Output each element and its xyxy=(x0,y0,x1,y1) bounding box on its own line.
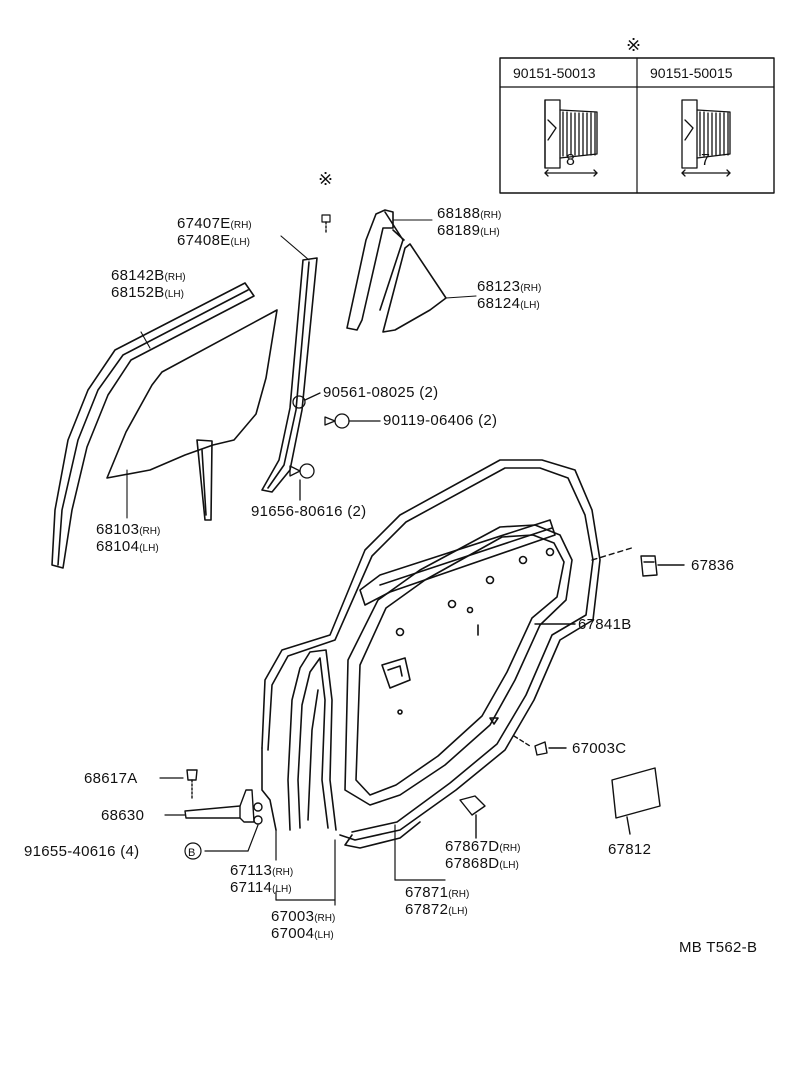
callout-68123: 68123(RH) xyxy=(477,278,542,295)
fastener-table-frame xyxy=(499,57,775,194)
circle-b-marker: B xyxy=(188,847,196,859)
drawing-code: MB T562-B xyxy=(679,939,758,956)
callout-91655-40616: 91655-40616 (4) xyxy=(24,843,140,860)
callout-67867D: 67867D(RH) xyxy=(445,838,521,855)
table-mark: ※ xyxy=(626,35,642,55)
rear-door-panel xyxy=(261,459,601,849)
callout-68104: 68104(LH) xyxy=(96,538,159,555)
callout-68189: 68189(LH) xyxy=(437,222,500,239)
table-part-no-2: 90151-50015 xyxy=(650,65,733,81)
table-dim-2: 7 xyxy=(701,152,710,169)
callout-67812: 67812 xyxy=(608,841,652,858)
screw-icon-50013 xyxy=(544,99,598,177)
callout-67004: 67004(LH) xyxy=(271,925,334,942)
callout-68188: 68188(RH) xyxy=(437,205,502,222)
callout-90561-08025: 90561-08025 (2) xyxy=(323,384,439,401)
callout-67003C: 67003C xyxy=(572,740,627,757)
right-side-parts xyxy=(459,546,685,839)
callout-67407E: 67407E(RH) xyxy=(177,215,252,232)
callout-90119-06406: 90119-06406 (2) xyxy=(383,412,498,429)
screw-mark: ※ xyxy=(318,169,334,189)
run-channel xyxy=(261,214,331,493)
callout-68124: 68124(LH) xyxy=(477,295,540,312)
callout-68142B: 68142B(RH) xyxy=(111,267,186,284)
callout-67868D: 67868D(LH) xyxy=(445,855,519,872)
callout-67841B: 67841B xyxy=(578,616,632,633)
quarter-window xyxy=(346,209,477,333)
table-dim-1: 8 xyxy=(566,152,575,169)
callout-68617A: 68617A xyxy=(84,770,138,787)
door-check xyxy=(184,769,263,825)
callout-67114: 67114(LH) xyxy=(230,879,292,896)
leader-lines xyxy=(159,777,446,906)
callout-68630: 68630 xyxy=(101,807,145,824)
door-glass xyxy=(51,282,278,569)
callout-67872: 67872(LH) xyxy=(405,901,468,918)
callout-67836: 67836 xyxy=(691,557,735,574)
callout-67003: 67003(RH) xyxy=(271,908,336,925)
callout-67408E: 67408E(LH) xyxy=(177,232,250,249)
fastener-icons xyxy=(289,392,381,501)
callout-68152B: 68152B(LH) xyxy=(111,284,184,301)
callout-91656-80616: 91656-80616 (2) xyxy=(251,503,367,520)
callout-67871: 67871(RH) xyxy=(405,884,470,901)
table-part-no-1: 90151-50013 xyxy=(513,65,596,81)
screw-icon-50015 xyxy=(681,99,731,177)
callout-67113: 67113(RH) xyxy=(230,862,294,879)
callout-68103: 68103(RH) xyxy=(96,521,161,538)
